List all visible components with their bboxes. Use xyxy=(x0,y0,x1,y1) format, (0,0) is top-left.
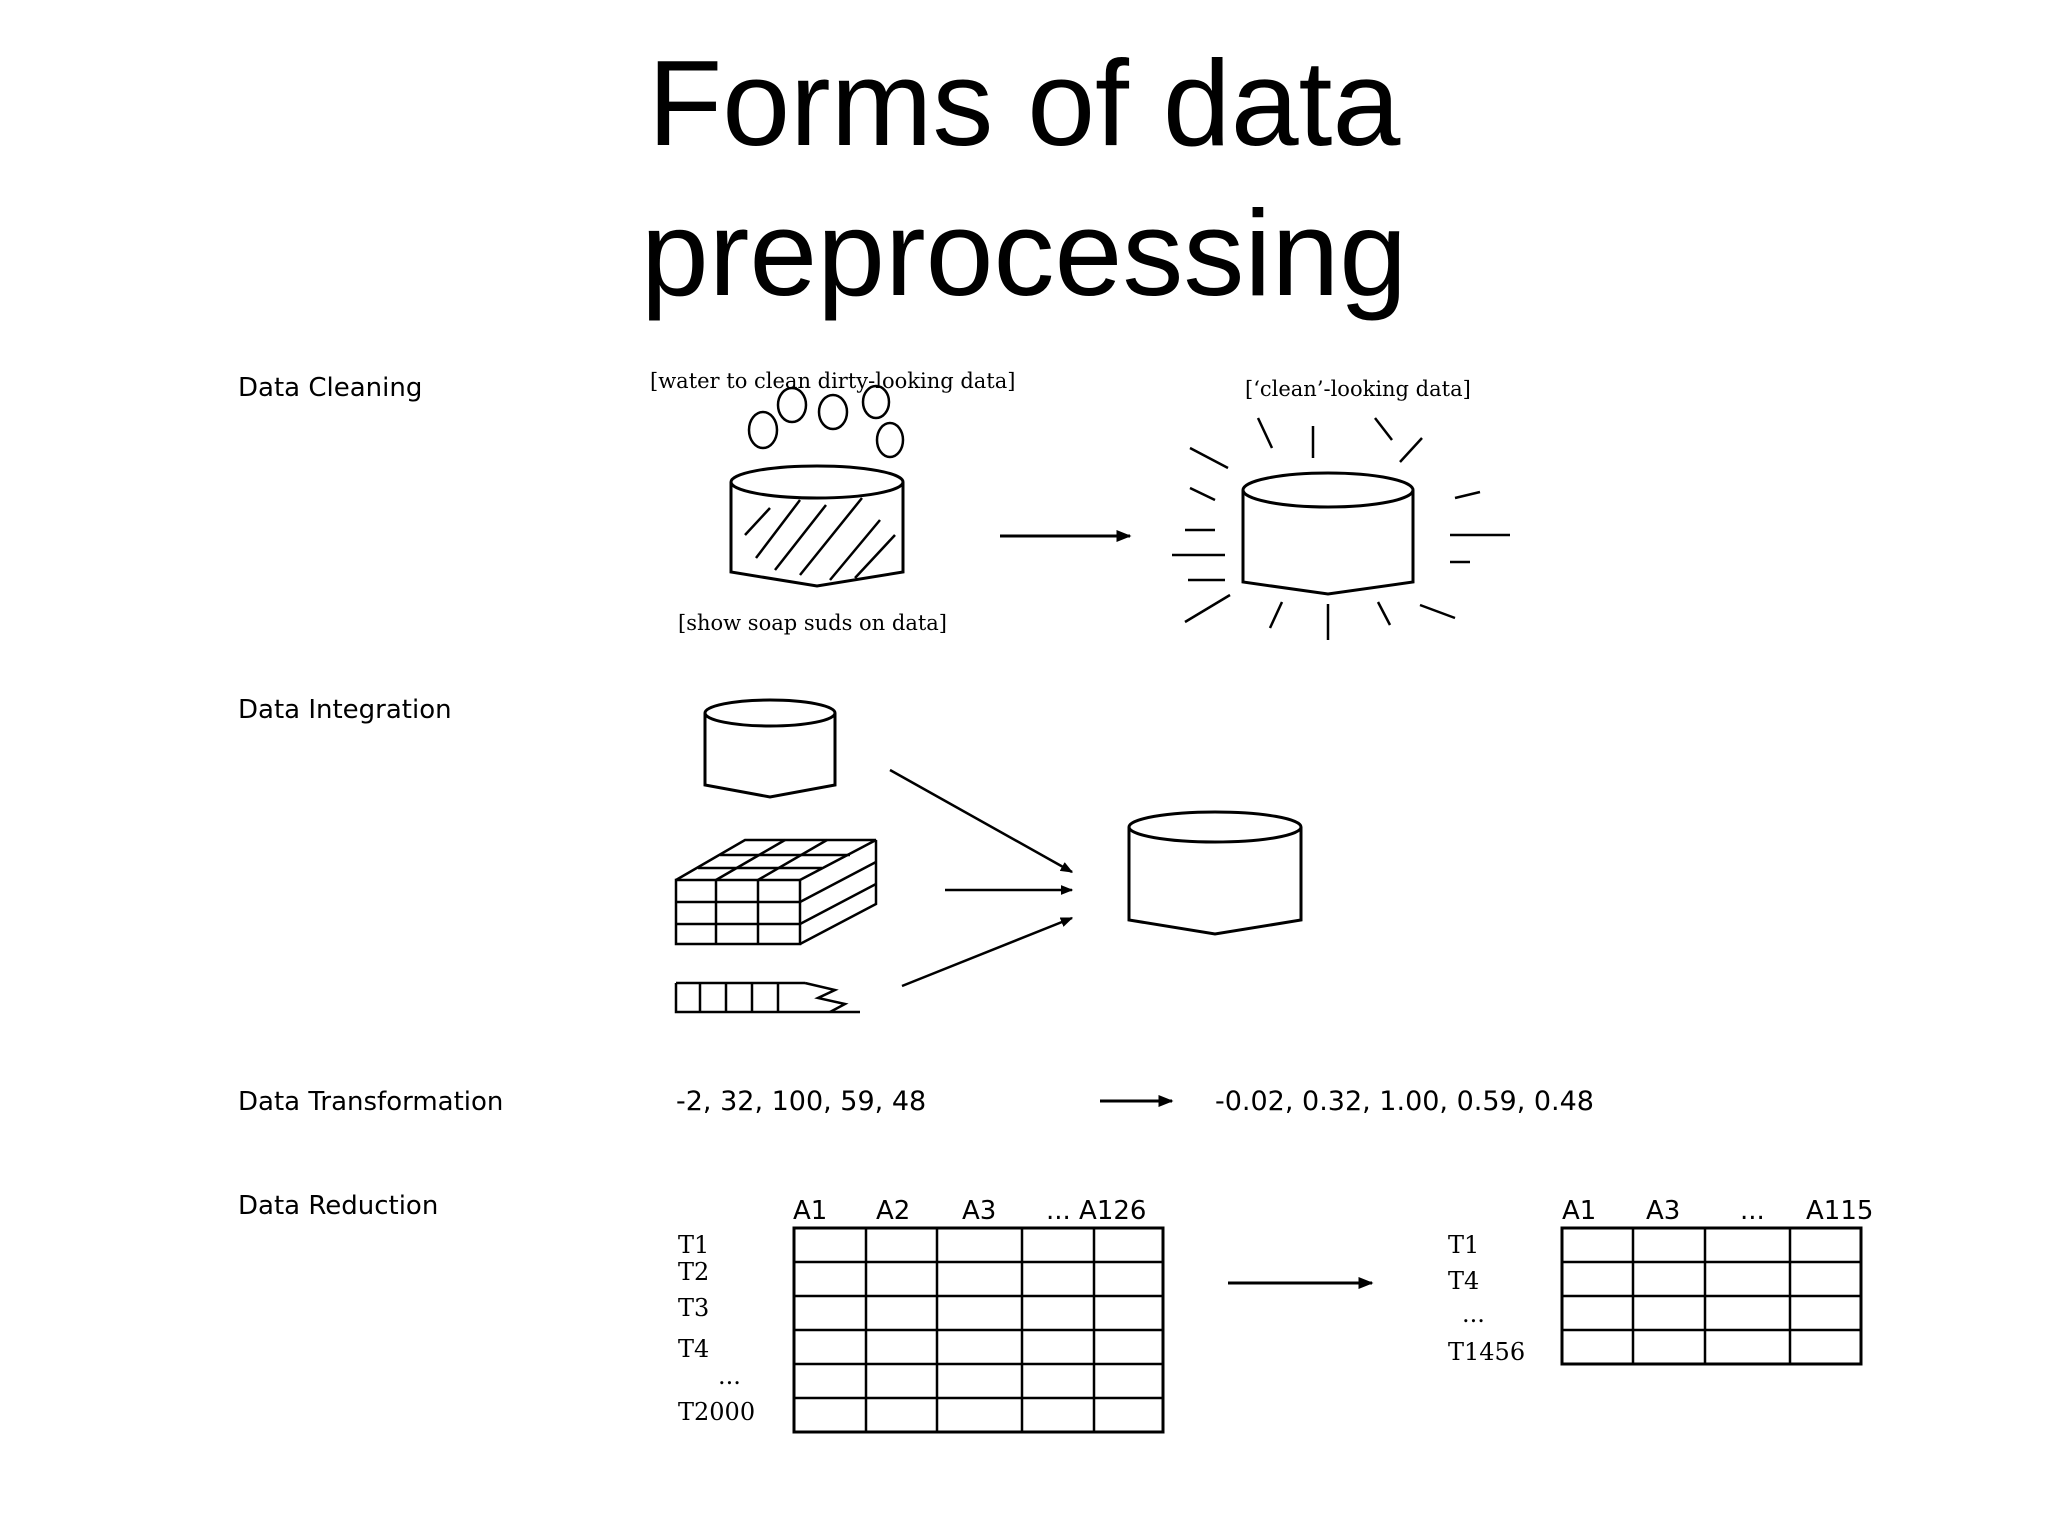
column-header: A115 xyxy=(1806,1196,1873,1226)
column-header: ... A126 xyxy=(1046,1196,1146,1226)
flat-file-icon xyxy=(674,981,860,1014)
row-label: T1456 xyxy=(1448,1338,1525,1366)
row-label: T2000 xyxy=(678,1398,755,1426)
column-header: A1 xyxy=(1562,1196,1596,1226)
cleaning-caption-bottom: [show soap suds on data] xyxy=(678,611,947,635)
section-label-reduction: Data Reduction xyxy=(238,1191,438,1221)
column-header: ... xyxy=(1740,1196,1765,1226)
data-cube-icon xyxy=(674,838,878,946)
database-icon xyxy=(1127,810,1303,936)
row-label: T4 xyxy=(1448,1267,1479,1295)
dirty-database-icon xyxy=(729,464,905,588)
transformation-output-values: -0.02, 0.32, 1.00, 0.59, 0.48 xyxy=(1215,1086,1594,1117)
column-header: A3 xyxy=(962,1196,996,1226)
section-label-integration: Data Integration xyxy=(238,695,452,725)
cleaning-caption-result: [‘clean’-looking data] xyxy=(1245,377,1471,401)
section-label-cleaning: Data Cleaning xyxy=(238,373,422,403)
arrow-icon xyxy=(901,916,1074,988)
table-grid-icon xyxy=(792,1226,1165,1434)
row-label: T3 xyxy=(678,1294,709,1322)
row-label: T1 xyxy=(678,1231,709,1259)
arrow-icon xyxy=(889,768,1074,874)
row-label: ... xyxy=(1462,1300,1485,1328)
row-label: T1 xyxy=(1448,1231,1479,1259)
slide-title-line-2: preprocessing xyxy=(640,185,1408,321)
column-header: A3 xyxy=(1646,1196,1680,1226)
soap-bubble-icon xyxy=(747,384,905,459)
section-label-transformation: Data Transformation xyxy=(238,1087,503,1117)
database-icon xyxy=(703,698,837,799)
slide-title-line-1: Forms of data xyxy=(647,35,1401,171)
row-label: ... xyxy=(718,1362,741,1390)
transformation-input-values: -2, 32, 100, 59, 48 xyxy=(676,1086,926,1117)
row-label: T4 xyxy=(678,1335,709,1363)
column-header: A1 xyxy=(793,1196,827,1226)
column-header: A2 xyxy=(876,1196,910,1226)
shine-ray-icon xyxy=(1172,417,1510,640)
left-table-column-headers: A1 A2 A3 ... A126 xyxy=(793,1196,1146,1226)
right-table-column-headers: A1 A3... A115 xyxy=(1562,1196,1873,1226)
clean-database-icon xyxy=(1241,471,1415,596)
table-grid-icon xyxy=(1560,1226,1863,1366)
cleaning-caption-top: [water to clean dirty-looking data] xyxy=(650,369,1015,393)
row-label: T2 xyxy=(678,1258,709,1286)
